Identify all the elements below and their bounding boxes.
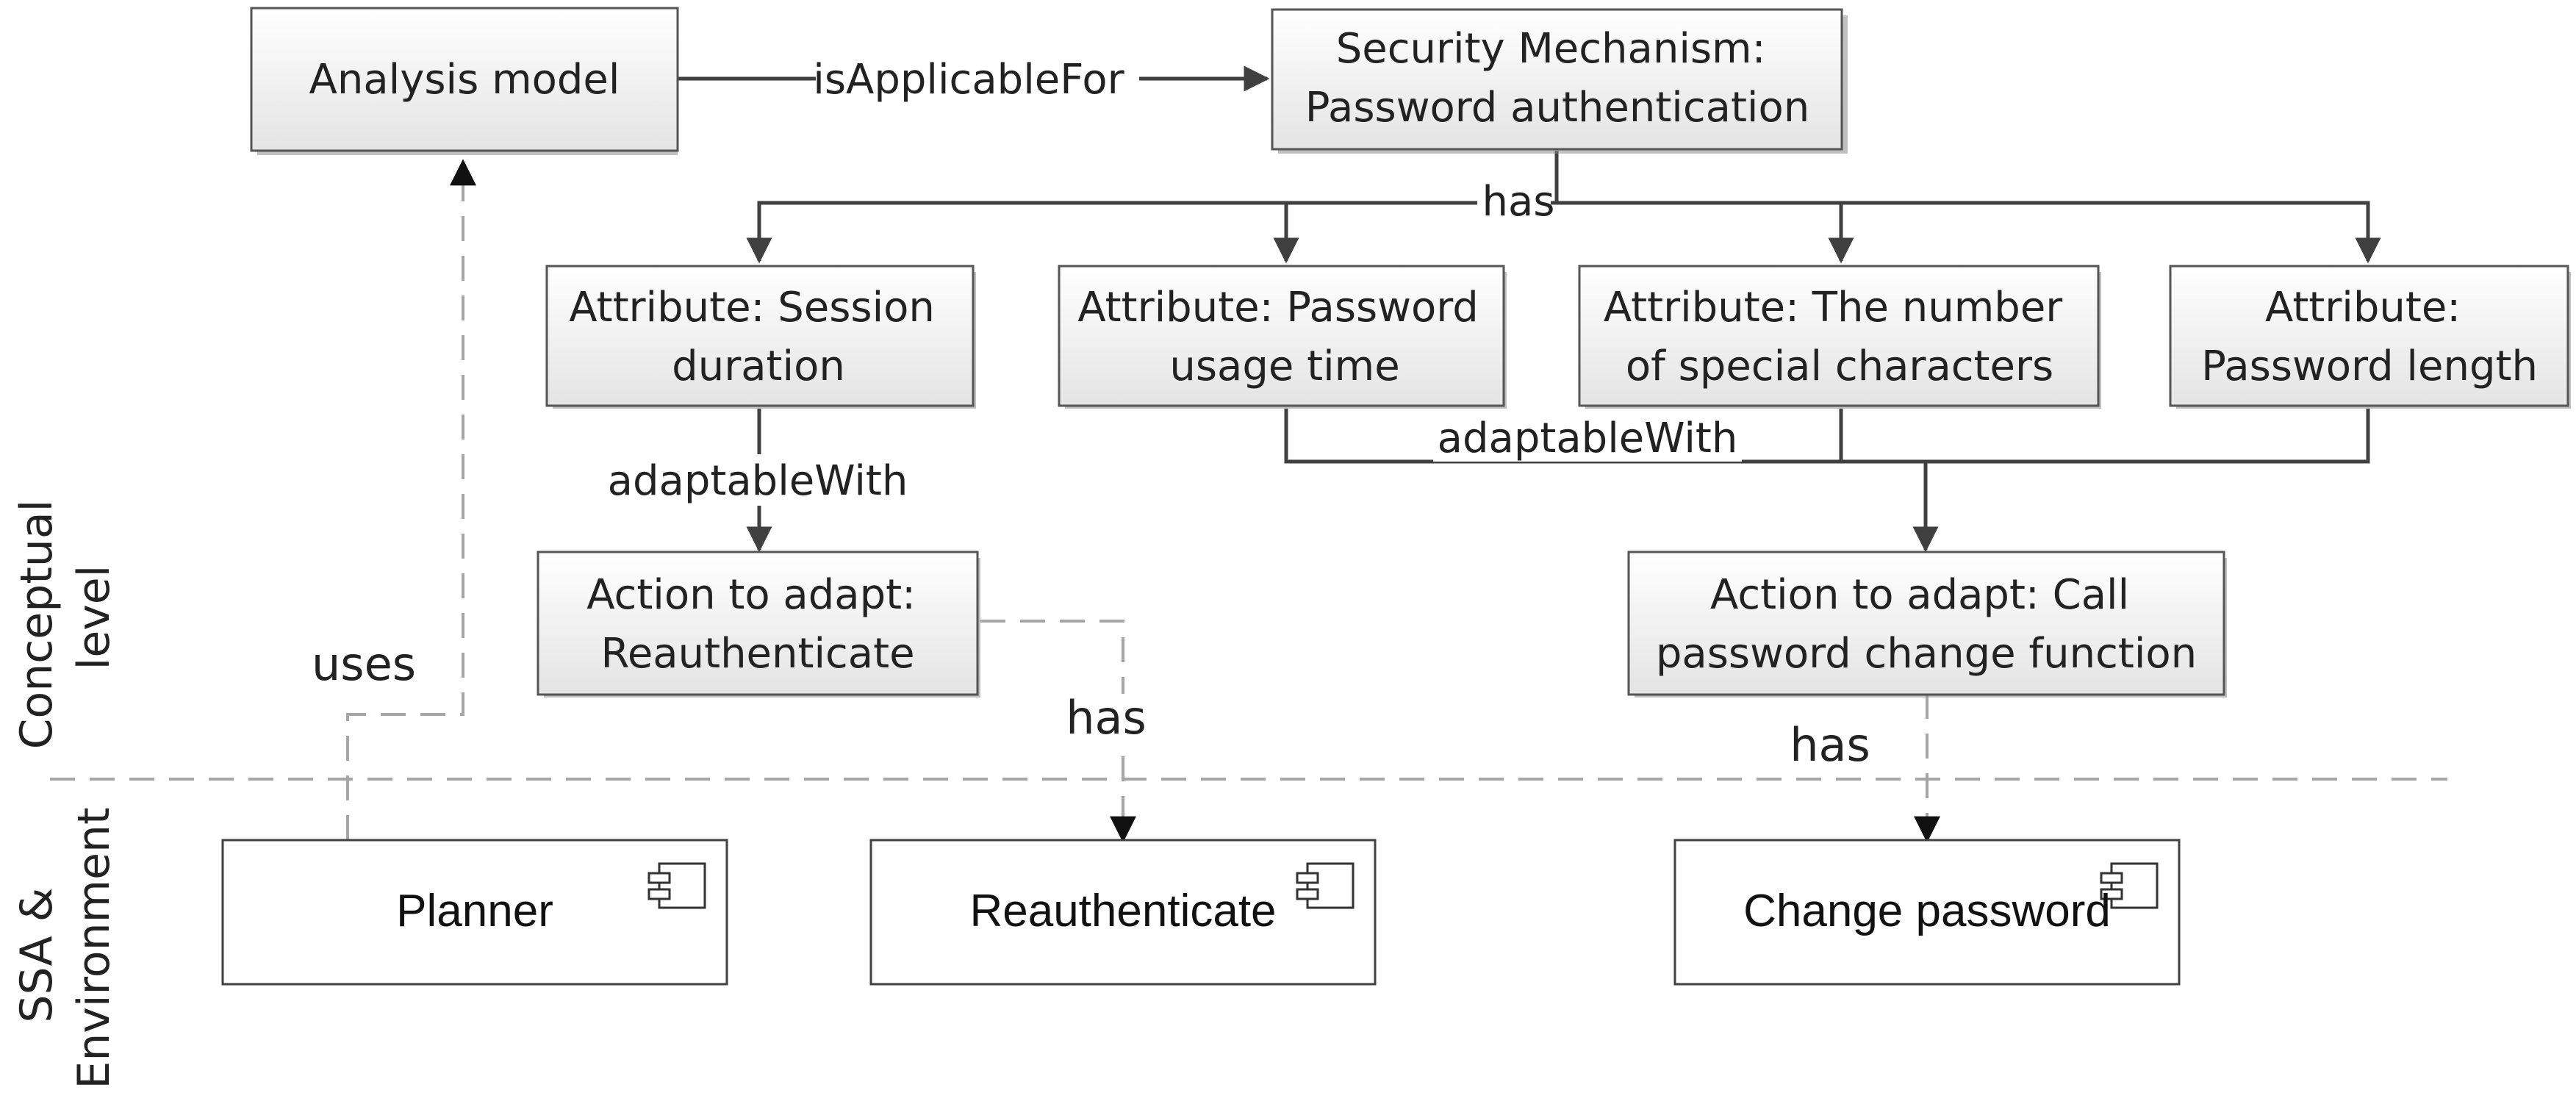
svg-text:Attribute: Session durat: Attribute: Session duration xyxy=(569,284,947,390)
node-attr-special-characters: Attribute: The number of special charact… xyxy=(1578,265,2101,409)
node-attr-special-line-2: of special characters xyxy=(1626,343,2053,390)
svg-text:Analysis model: Analysis model xyxy=(309,56,620,104)
component-reauthenticate-label: Reauthenticate xyxy=(969,886,1276,936)
level-label-ssa: SSA & Environment xyxy=(11,807,120,1089)
level-label-conceptual-line-2: level xyxy=(68,565,120,670)
node-attr-session-line-1: Attribute: Session xyxy=(569,284,935,331)
svg-text:Attribute: Password leng: Attribute: Password length xyxy=(2201,284,2538,390)
edge-label-adaptable-with-right: adaptableWith xyxy=(1438,415,1738,462)
node-action-reauthenticate: Action to adapt: Reauthenticate xyxy=(537,551,980,698)
svg-text:Attribute: The number of: Attribute: The number of special charact… xyxy=(1604,284,2075,390)
edge-label-bg xyxy=(1433,413,1742,462)
component-planner: Planner xyxy=(221,839,728,986)
svg-text:Security Mechanism: Pass: Security Mechanism: Password authenticat… xyxy=(1305,25,1809,132)
node-security-mechanism-line-1: Security Mechanism: xyxy=(1336,25,1766,73)
component-change-password-label: Change password xyxy=(1743,886,2111,936)
level-label-ssa-line-2: Environment xyxy=(68,807,120,1089)
node-action-change-password: Action to adapt: Call password change fu… xyxy=(1627,551,2227,698)
component-reauthenticate: Reauthenticate xyxy=(869,839,1377,986)
component-icon xyxy=(2100,862,2159,909)
node-attr-session-duration: Attribute: Session duration xyxy=(545,265,976,409)
edge-has-special xyxy=(1557,201,1854,264)
svg-text:Action to adapt: Reauthe: Action to adapt: Reauthenticate xyxy=(586,571,929,678)
node-action-change-line-1: Action to adapt: Call xyxy=(1710,571,2129,619)
edge-label-bg xyxy=(1779,717,1907,770)
node-attr-special-line-1: Attribute: The number xyxy=(1604,284,2063,331)
edge-label-adaptable-with-left: adaptableWith xyxy=(608,457,908,505)
node-action-reauth-line-2: Reauthenticate xyxy=(600,630,914,678)
edge-label-has-reauth: has xyxy=(1066,691,1147,745)
node-attr-usage-line-1: Attribute: Password xyxy=(1077,284,1479,331)
edge-label-has-change: has xyxy=(1790,718,1870,772)
level-label-ssa-line-1: SSA & xyxy=(11,887,62,1022)
svg-text:Action to adapt: Call pa: Action to adapt: Call password change fu… xyxy=(1656,571,2197,678)
node-action-reauth-line-1: Action to adapt: xyxy=(586,571,916,619)
edge-has-trunk xyxy=(746,151,1559,264)
node-security-mechanism: Security Mechanism: Password authenticat… xyxy=(1271,8,1848,154)
node-attr-password-length: Attribute: Password length xyxy=(2169,265,2571,409)
edge-label-bg xyxy=(1477,176,1551,225)
node-analysis-model-line-1: Analysis model xyxy=(309,56,620,104)
edge-label-bg xyxy=(599,454,915,506)
level-label-conceptual: Conceptual level xyxy=(11,486,120,750)
node-attr-length-line-2: Password length xyxy=(2201,343,2538,390)
node-attr-length-line-1: Attribute: xyxy=(2265,284,2461,331)
level-label-conceptual-line-1: Conceptual xyxy=(11,500,62,750)
node-attr-password-usage-time: Attribute: Password usage time xyxy=(1058,265,1507,409)
node-action-change-line-2: password change function xyxy=(1656,630,2197,678)
svg-text:Attribute: Password usag: Attribute: Password usage time xyxy=(1077,284,1491,390)
edge-uses xyxy=(346,159,476,840)
node-analysis-model: Analysis model xyxy=(250,7,679,155)
node-security-mechanism-line-2: Password authentication xyxy=(1305,84,1809,132)
component-planner-label: Planner xyxy=(396,886,553,936)
edge-adaptable-length xyxy=(1926,409,2370,464)
edge-label-bg xyxy=(816,53,1139,104)
component-icon xyxy=(647,862,706,909)
node-attr-session-line-2: duration xyxy=(672,343,845,390)
component-change-password: Change password xyxy=(1673,839,2181,986)
edge-label-has-top: has xyxy=(1482,178,1555,226)
component-icon xyxy=(1296,862,1355,909)
edge-label-is-applicable-for: isApplicableFor xyxy=(813,56,1124,104)
edge-label-uses: uses xyxy=(312,637,416,691)
edge-has-reauth xyxy=(980,620,1136,843)
node-attr-usage-line-2: usage time xyxy=(1169,343,1399,390)
edge-has-length xyxy=(1841,201,2381,264)
edge-label-bg xyxy=(1058,694,1187,747)
